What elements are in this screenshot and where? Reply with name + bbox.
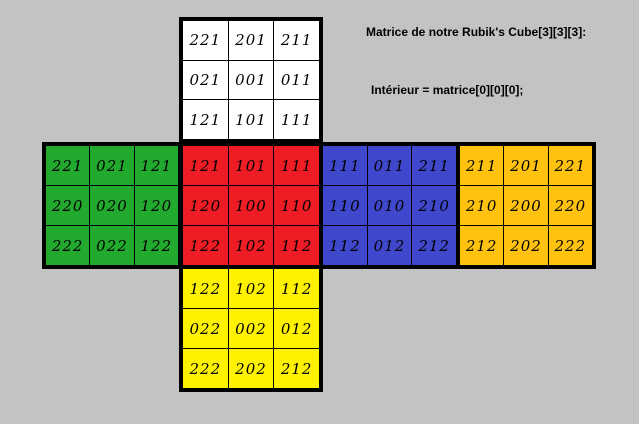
cube-cell: 212 [412,226,456,265]
cube-cell: 201 [228,21,274,60]
cube-cell: 012 [274,309,319,348]
cube-cell: 120 [183,186,228,225]
cube-cell: 012 [367,226,412,265]
cube-cell: 111 [323,146,367,185]
cube-cell: 221 [183,21,228,60]
cube-cell: 121 [134,146,178,185]
cube-cell: 121 [183,100,228,139]
cube-cell: 010 [367,186,412,225]
cube-cell: 111 [274,146,319,185]
cube-cell: 001 [228,60,274,100]
cube-cell: 222 [46,226,90,265]
cube-cell: 110 [274,186,319,225]
cube-cell: 112 [323,226,367,265]
cube-cell: 112 [274,269,319,308]
cube-cell: 210 [460,186,504,225]
cube-cell: 102 [228,269,274,308]
cube-cell: 210 [412,186,456,225]
cube-cell: 220 [548,186,592,225]
cube-cell: 122 [183,226,228,265]
cube-cell: 002 [228,309,274,348]
cube-cell: 211 [412,146,456,185]
cube-cell: 212 [274,349,319,388]
cube-cell: 212 [460,226,504,265]
cube-cell: 021 [183,60,228,100]
cube-cell: 221 [548,146,592,185]
cube-cell: 221 [46,146,90,185]
cube-cell: 110 [323,186,367,225]
cube-cell: 211 [274,21,319,60]
cube-cell: 111 [274,100,319,139]
cube-cell: 021 [90,146,134,185]
cube-cell: 122 [183,269,228,308]
cube-cell: 222 [183,349,228,388]
diagram-title: Matrice de notre Rubik's Cube[3][3][3]: [366,25,587,39]
cube-cell: 112 [274,226,319,265]
cube-cell: 220 [46,186,90,225]
cube-cell: 201 [504,146,548,185]
cube-cell: 011 [274,60,319,100]
cube-cell: 122 [134,226,178,265]
cube-cell: 202 [504,226,548,265]
cube-cell: 101 [228,146,274,185]
cube-cell: 102 [228,226,274,265]
cube-cell: 101 [228,100,274,139]
cube-cell: 022 [183,309,228,348]
cube-cell: 200 [504,186,548,225]
cube-cell: 121 [183,146,228,185]
cube-cell: 202 [228,349,274,388]
cube-cell: 020 [90,186,134,225]
cube-cell: 011 [367,146,412,185]
cube-cell: 211 [460,146,504,185]
cube-cell: 222 [548,226,592,265]
cube-cell: 100 [228,186,274,225]
cube-cell: 120 [134,186,178,225]
cube-cell: 022 [90,226,134,265]
interior-note: Intérieur = matrice[0][0][0]; [371,83,524,97]
